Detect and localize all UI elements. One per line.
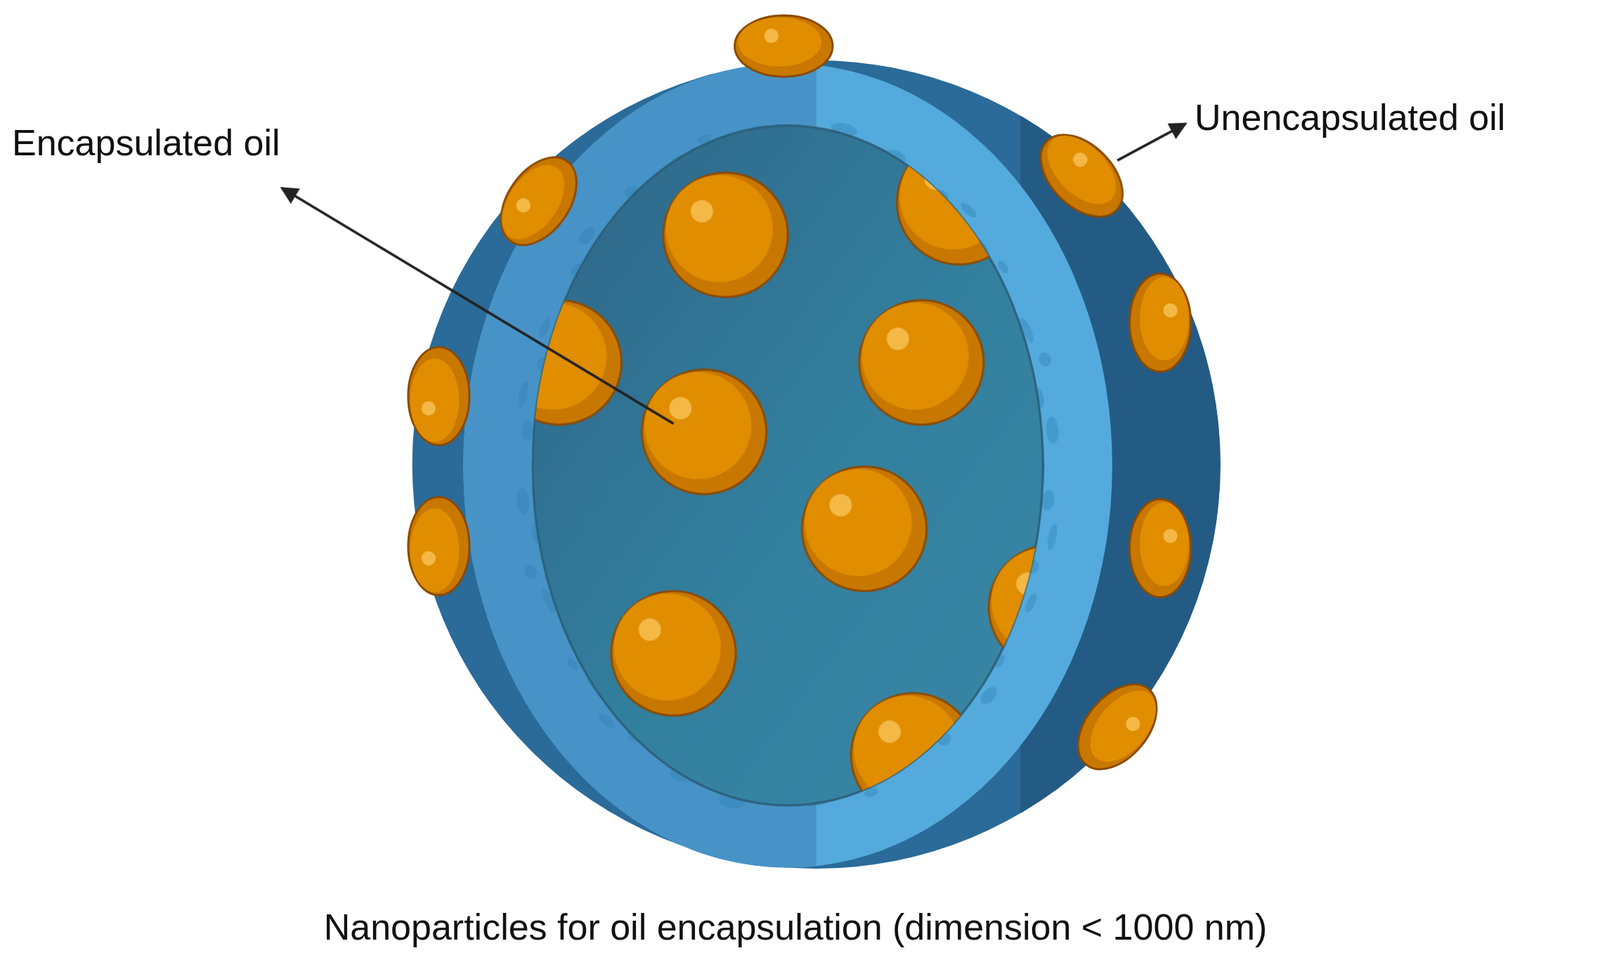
texture — [1044, 415, 1060, 444]
leader-line — [1117, 123, 1186, 161]
oil-droplet — [663, 172, 788, 298]
surface-droplet — [1062, 669, 1173, 785]
leader-line — [281, 187, 674, 424]
caption: Nanoparticles for oil encapsulation (dim… — [323, 905, 1268, 949]
texture — [536, 316, 553, 339]
surface-droplet — [1129, 498, 1192, 597]
surface-droplet — [485, 143, 592, 259]
surface-droplet — [735, 15, 833, 77]
callout-label: Encapsulated oil — [11, 120, 281, 165]
surface-droplet — [1129, 273, 1192, 372]
surface-droplet — [408, 496, 470, 595]
surface-droplet — [408, 347, 470, 445]
core-cavity — [532, 125, 1043, 806]
oil-droplet — [896, 139, 1021, 265]
texture — [522, 562, 539, 581]
oil-droplet — [801, 466, 927, 591]
oil-droplet — [611, 590, 736, 716]
particle-shell — [412, 60, 1221, 869]
oil-droplet — [641, 369, 766, 494]
callout-label: Unencapsulated oil — [1194, 95, 1506, 140]
texture — [515, 486, 531, 515]
oil-droplet — [496, 300, 622, 425]
surface-droplet — [1025, 119, 1138, 232]
texture — [516, 380, 530, 408]
oil-droplet — [850, 692, 976, 818]
oil-droplet — [859, 300, 984, 425]
texture — [1045, 522, 1059, 551]
texture — [1023, 591, 1039, 614]
oil-droplet — [988, 545, 1114, 670]
texture — [1037, 350, 1054, 369]
